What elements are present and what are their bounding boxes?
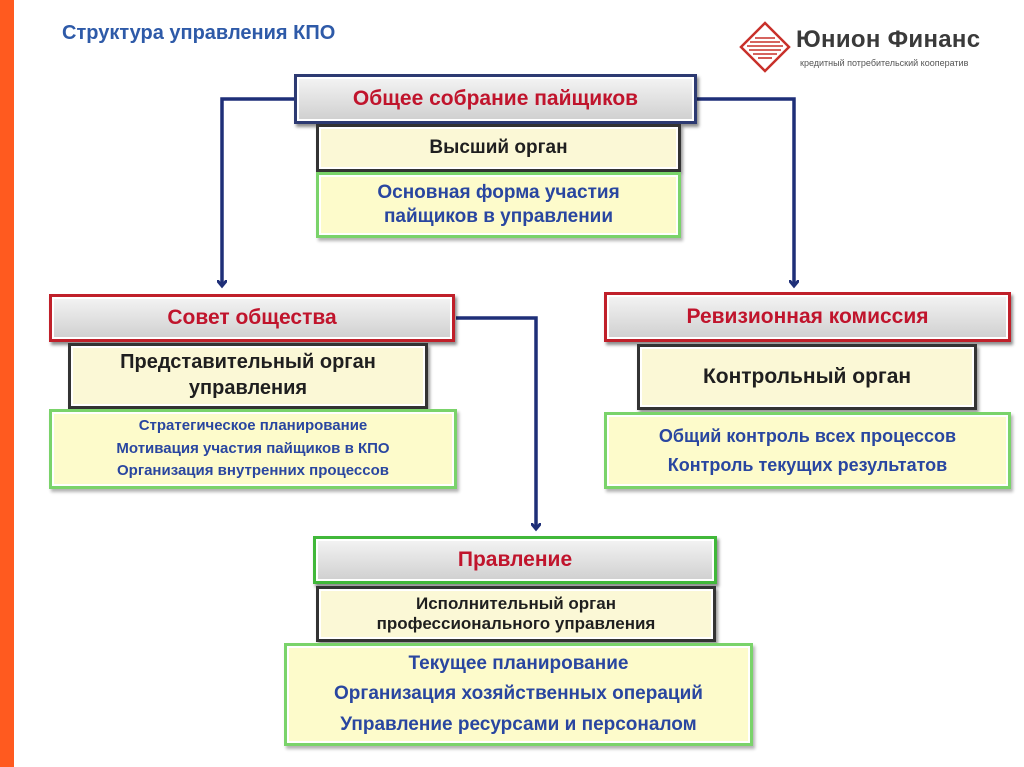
council-function-item: Организация внутренних процессов	[117, 462, 389, 480]
council-header: Совет общества	[49, 294, 455, 342]
board-function-item: Организация хозяйственных операций	[334, 683, 703, 705]
board-role-line: Исполнительный орган	[416, 593, 616, 613]
general-meeting-description-box: Основная форма участия пайщиков в управл…	[316, 172, 681, 238]
audit-commission-role: Контрольный орган	[702, 364, 912, 388]
general-meeting-role: Высший орган	[429, 136, 568, 158]
board-role-line: профессионального управления	[376, 614, 656, 633]
audit-commission-header: Ревизионная комиссия	[604, 292, 1011, 342]
diamond-stripes-logo-icon	[739, 21, 791, 73]
arrow-to-board	[456, 316, 536, 529]
audit-commission-functions-box: Общий контроль всех процессов Контроль т…	[604, 412, 1011, 489]
board-functions-box: Текущее планирование Организация хозяйст…	[284, 643, 753, 746]
council-role-box: Представительный орган управления	[68, 343, 428, 409]
council-role-line: Представительный орган	[120, 351, 376, 374]
board-title: Правление	[457, 547, 573, 571]
company-logo: Юнион Финанс кредитный потребительский к…	[738, 20, 1008, 80]
board-function-item: Текущее планирование	[408, 653, 629, 675]
slide-title: Структура управления КПО	[62, 22, 336, 44]
audit-commission-title: Ревизионная комиссия	[686, 304, 929, 328]
general-meeting-description-line: пайщиков в управлении	[383, 206, 614, 227]
board-header: Правление	[313, 536, 717, 584]
general-meeting-role-box: Высший орган	[316, 124, 681, 172]
audit-commission-role-box: Контрольный орган	[637, 344, 977, 410]
logo-name: Юнион Финанс	[796, 26, 981, 53]
audit-commission-function-item: Контроль текущих результатов	[667, 454, 948, 475]
audit-commission-function-item: Общий контроль всех процессов	[658, 425, 957, 446]
logo-tagline: кредитный потребительский кооператив	[800, 58, 969, 68]
general-meeting-description-line: Основная форма участия	[377, 181, 620, 203]
board-function-item: Управление ресурсами и персоналом	[340, 713, 697, 735]
accent-stripe	[0, 0, 14, 767]
council-title: Совет общества	[167, 305, 337, 329]
council-function-item: Мотивация участия пайщиков в КПО	[116, 439, 390, 457]
arrow-to-council	[222, 97, 296, 286]
board-role-box: Исполнительный орган профессионального у…	[316, 586, 716, 642]
general-meeting-title: Общее собрание пайщиков	[352, 86, 639, 110]
arrow-to-audit-commission	[696, 97, 794, 286]
council-role-line: управления	[188, 377, 308, 399]
council-function-item: Стратегическое планирование	[138, 417, 368, 435]
council-functions-box: Стратегическое планирование Мотивация уч…	[49, 409, 457, 489]
general-meeting-header: Общее собрание пайщиков	[294, 74, 697, 124]
